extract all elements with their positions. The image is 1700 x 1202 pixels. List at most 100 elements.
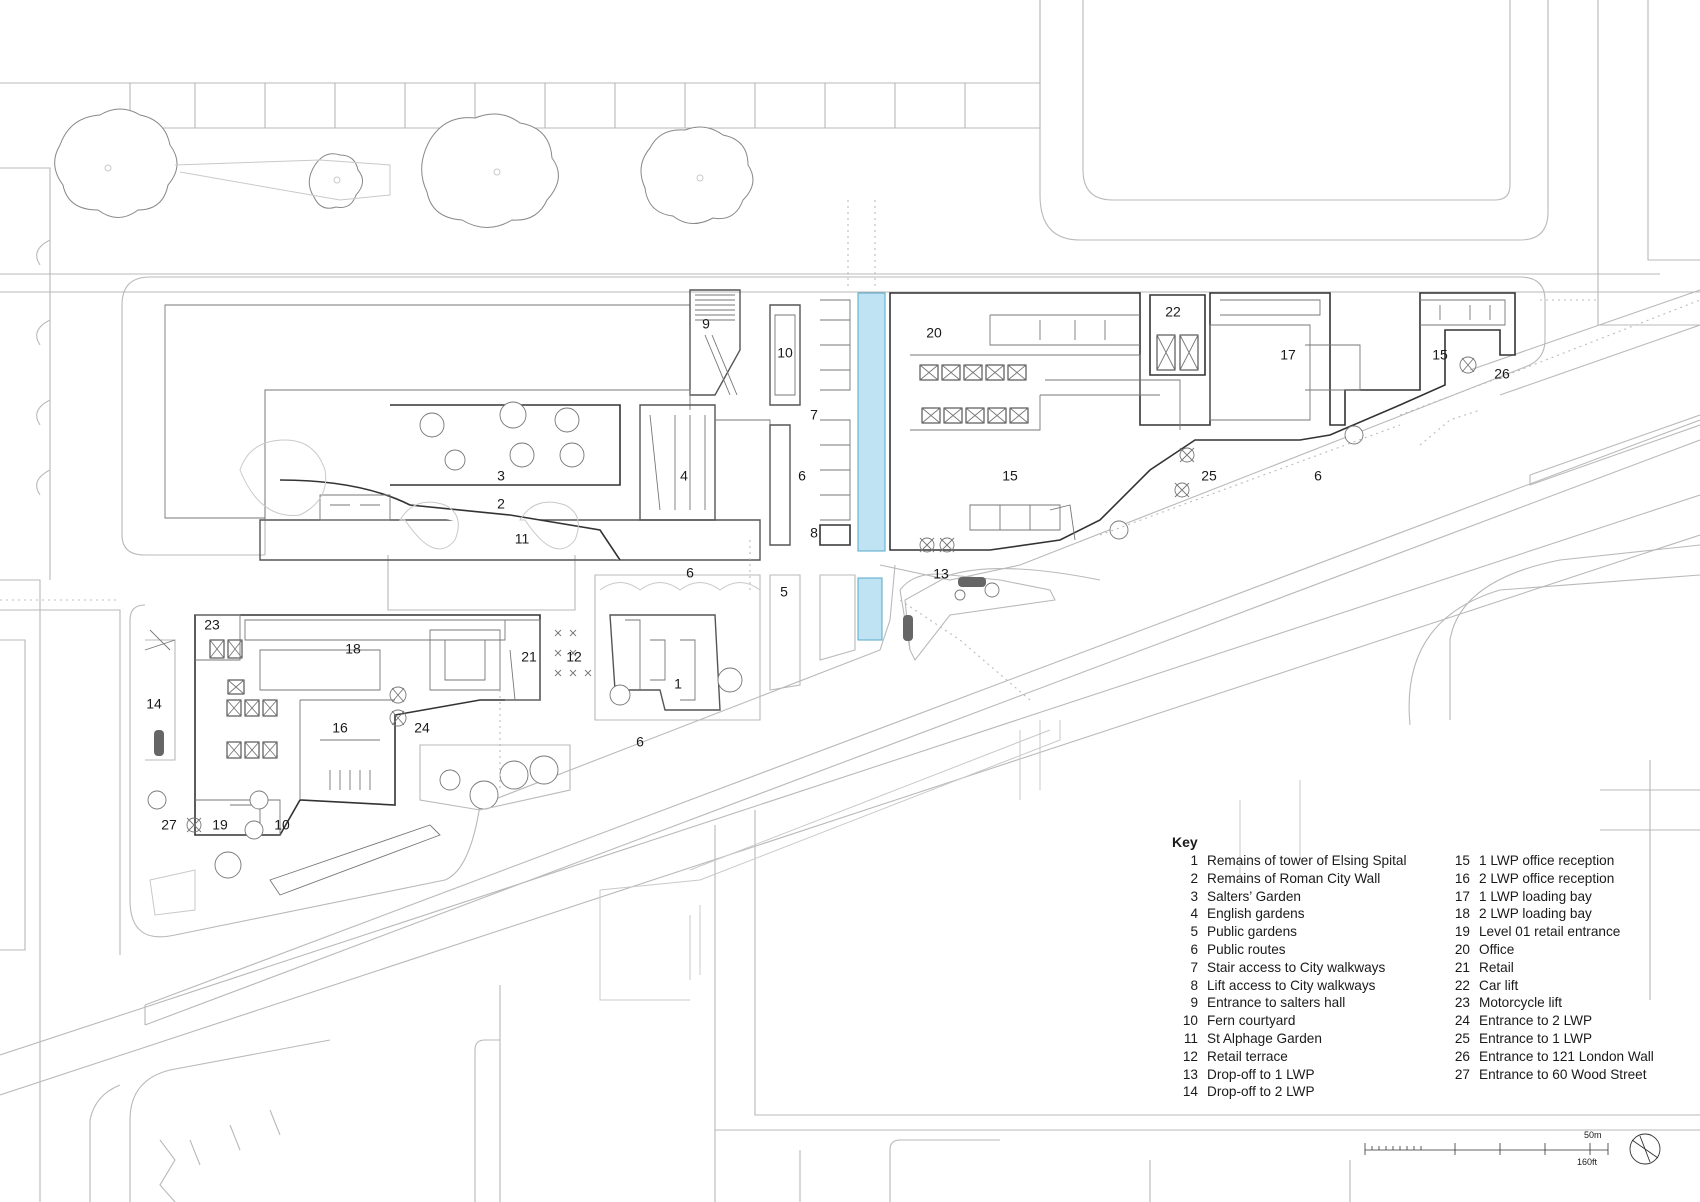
site-label: 6 [798, 468, 806, 484]
key-item-number: 5 [1190, 924, 1198, 940]
key-item-number: 16 [1454, 870, 1470, 886]
site-label: 7 [810, 407, 818, 423]
site-label: 2 [497, 496, 505, 512]
site-label: 12 [566, 649, 582, 665]
key-item-label: 2 LWP loading bay [1479, 906, 1592, 922]
key-item-label: Entrance to 1 LWP [1479, 1030, 1593, 1046]
key-item-number: 15 [1454, 853, 1470, 868]
key-item-label: Motorcycle lift [1479, 995, 1563, 1011]
site-label: 17 [1280, 347, 1296, 363]
key-item-label: 1 LWP office reception [1479, 853, 1615, 868]
key-item-label: Retail terrace [1207, 1048, 1288, 1064]
key-item-number: 9 [1190, 995, 1198, 1011]
site-label: 5 [780, 584, 788, 600]
key-item: 23 Motorcycle lift [1444, 994, 1654, 1012]
key-item-number: 24 [1454, 1013, 1470, 1029]
site-label: 26 [1494, 366, 1510, 382]
key-item-number: 23 [1454, 995, 1470, 1011]
one-lwp-building [889, 292, 1516, 553]
site-label: 18 [345, 641, 361, 657]
key-column-2: 15 1 LWP office reception 16 2 LWP office r… [1444, 852, 1654, 1083]
key-item: 6 Public routes [1172, 941, 1406, 959]
site-label: 23 [204, 617, 220, 633]
key-item-label: Stair access to City walkways [1207, 959, 1386, 975]
scale-metric-label: 50m [1584, 1130, 1602, 1140]
north-arrow-icon [1629, 1133, 1661, 1165]
site-label: 25 [1201, 468, 1217, 484]
key-item: 26 Entrance to 121 London Wall [1444, 1048, 1654, 1066]
south-gardens [419, 574, 856, 811]
key-item: 17 1 LWP loading bay [1444, 888, 1654, 906]
key-item: 14 Drop-off to 2 LWP [1172, 1083, 1406, 1101]
key-item: 18 2 LWP loading bay [1444, 905, 1654, 923]
key-item-number: 17 [1454, 888, 1470, 904]
key-item: 8 Lift access to City walkways [1172, 977, 1406, 995]
key-item-label: Car lift [1479, 977, 1519, 993]
water-channel [857, 292, 886, 641]
key-item-number: 26 [1454, 1048, 1470, 1064]
key-item-number: 18 [1454, 906, 1470, 922]
key-item: 16 2 LWP office reception [1444, 870, 1654, 888]
site-labels: 1 2 3 4 5 6 6 6 6 7 8 9 10 10 11 12 13 1… [146, 304, 1510, 833]
site-label: 16 [332, 720, 348, 736]
key-item-label: Drop-off to 2 LWP [1207, 1084, 1315, 1100]
site-label: 19 [212, 817, 228, 833]
key-item-number: 8 [1190, 977, 1198, 993]
key-item-label: 1 LWP loading bay [1479, 888, 1592, 904]
key-item-label: Salters’ Garden [1207, 888, 1301, 904]
site-label: 11 [515, 531, 530, 547]
key-item-number: 20 [1454, 941, 1470, 957]
key-item-label: Public routes [1207, 941, 1286, 957]
key-title: Key [1172, 834, 1198, 850]
upper-west-building [164, 289, 851, 561]
scale-bar-icon [1364, 1143, 1609, 1155]
key-item: 3 Salters’ Garden [1172, 888, 1406, 906]
key-item: 21 Retail [1444, 959, 1654, 977]
key-item-number: 11 [1183, 1030, 1198, 1046]
site-label: 24 [414, 720, 430, 736]
site-label: 20 [926, 325, 942, 341]
site-label: 10 [777, 345, 793, 361]
key-item-label: English gardens [1207, 906, 1305, 922]
key-item-label: Retail [1479, 959, 1514, 975]
site-label: 21 [521, 649, 537, 665]
site-boundary [121, 276, 1546, 938]
site-label: 4 [680, 468, 688, 484]
site-label: 6 [636, 734, 644, 750]
key-item-label: 2 LWP office reception [1479, 870, 1615, 886]
key-item-number: 7 [1190, 959, 1198, 975]
key-item-label: Lift access to City walkways [1207, 977, 1376, 993]
key-item-number: 13 [1182, 1066, 1198, 1082]
key-item-number: 21 [1454, 959, 1470, 975]
site-label: 6 [686, 565, 694, 581]
key-item-number: 4 [1190, 906, 1198, 922]
key-item-number: 14 [1182, 1084, 1198, 1100]
two-lwp-building [144, 614, 592, 916]
key-item-number: 6 [1190, 941, 1198, 957]
key-item-number: 22 [1454, 977, 1470, 993]
key-item-number: 3 [1190, 888, 1198, 904]
site-label: 1 [674, 676, 682, 692]
key-item: 15 1 LWP office reception [1444, 852, 1654, 870]
key-item-label: Entrance to 121 London Wall [1479, 1048, 1654, 1064]
site-label: 27 [161, 817, 177, 833]
key-item-number: 1 [1190, 853, 1198, 868]
key-item-number: 2 [1190, 870, 1198, 886]
scale-imperial-label: 160ft [1577, 1157, 1598, 1167]
drop-off-13 [899, 573, 1056, 662]
public-routes [0, 200, 1700, 790]
key-item-number: 10 [1182, 1013, 1198, 1029]
